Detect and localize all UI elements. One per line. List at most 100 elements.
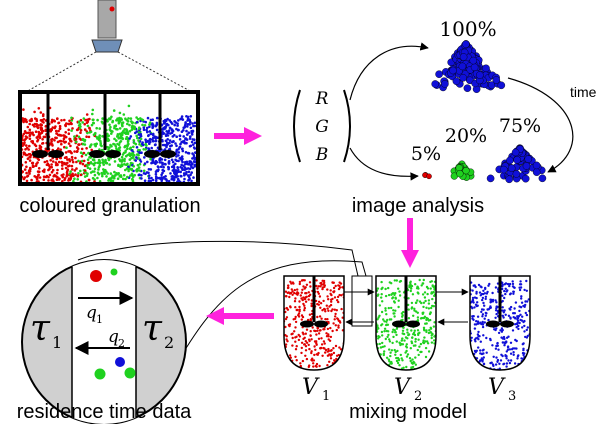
particle [43, 160, 47, 164]
particle [395, 356, 398, 360]
particle [173, 171, 176, 174]
particle [37, 130, 41, 134]
particle [86, 158, 90, 161]
particle [486, 174, 495, 183]
particle [160, 173, 163, 177]
particle [69, 144, 72, 148]
particle [321, 354, 324, 357]
particle [433, 294, 436, 298]
particle [476, 320, 480, 323]
particle [286, 340, 289, 343]
particle [70, 155, 74, 159]
particle [392, 312, 395, 315]
particle [384, 309, 387, 312]
svg-text:V: V [488, 375, 506, 400]
particle [477, 330, 480, 334]
particle [477, 322, 480, 325]
particle [500, 327, 504, 330]
particle [414, 356, 417, 359]
particle [329, 289, 332, 292]
particle [102, 163, 105, 166]
particle [431, 80, 440, 88]
particle [33, 110, 36, 114]
particle [184, 151, 188, 154]
particle [284, 334, 287, 337]
particle [61, 167, 64, 170]
particle [146, 116, 150, 120]
particle [193, 160, 196, 164]
particle [169, 172, 172, 175]
particle [524, 300, 527, 303]
particle [176, 124, 179, 127]
particle [409, 347, 412, 350]
particle [163, 148, 167, 151]
particle [390, 282, 393, 285]
particle [60, 174, 63, 177]
particle [90, 123, 94, 127]
particle [123, 159, 126, 163]
particle [494, 316, 497, 319]
particle [494, 286, 498, 289]
particle [411, 362, 414, 365]
particle [326, 295, 329, 298]
particle [497, 331, 501, 335]
particle [57, 178, 61, 181]
particle [177, 159, 180, 163]
particle [159, 157, 162, 160]
particle [82, 117, 86, 120]
particle [44, 129, 47, 133]
particle [524, 311, 527, 315]
particle [50, 163, 53, 166]
particle [118, 158, 121, 161]
particle-green [94, 368, 106, 380]
particle [190, 179, 193, 182]
particle [434, 356, 436, 359]
particle [389, 367, 392, 370]
particle [318, 315, 322, 318]
particle [290, 333, 293, 336]
particle [295, 345, 298, 348]
particle [25, 171, 28, 175]
particle [142, 128, 146, 131]
particle [110, 176, 114, 179]
particle [30, 178, 33, 182]
particle [303, 304, 306, 307]
particle [104, 159, 107, 163]
particle [124, 163, 128, 167]
particle [40, 123, 43, 127]
particle [414, 337, 417, 341]
particle [521, 343, 524, 346]
particle [35, 148, 38, 151]
particle [300, 291, 303, 294]
particle [171, 160, 175, 164]
particle [389, 354, 392, 358]
particle [131, 124, 134, 127]
particle [187, 174, 190, 177]
tau2-label: τ [142, 308, 163, 349]
particle [66, 158, 69, 161]
svg-text:3: 3 [508, 389, 516, 404]
particle [22, 136, 24, 140]
particle [135, 134, 138, 138]
particle [185, 141, 188, 145]
particle [294, 340, 297, 343]
particle [128, 152, 131, 155]
particle [110, 115, 113, 119]
particle [313, 353, 316, 357]
particle [414, 363, 417, 366]
particle [75, 134, 79, 138]
particle [487, 308, 490, 311]
particle [422, 339, 425, 342]
particle [114, 174, 117, 177]
particle [316, 290, 320, 294]
particle [324, 351, 327, 354]
particle [174, 121, 178, 124]
particle [35, 125, 39, 128]
particle [180, 147, 184, 151]
particle [175, 175, 178, 179]
particle [78, 143, 81, 146]
particle [384, 337, 387, 341]
particle [138, 143, 141, 146]
particle [65, 146, 68, 149]
particle [401, 343, 405, 346]
